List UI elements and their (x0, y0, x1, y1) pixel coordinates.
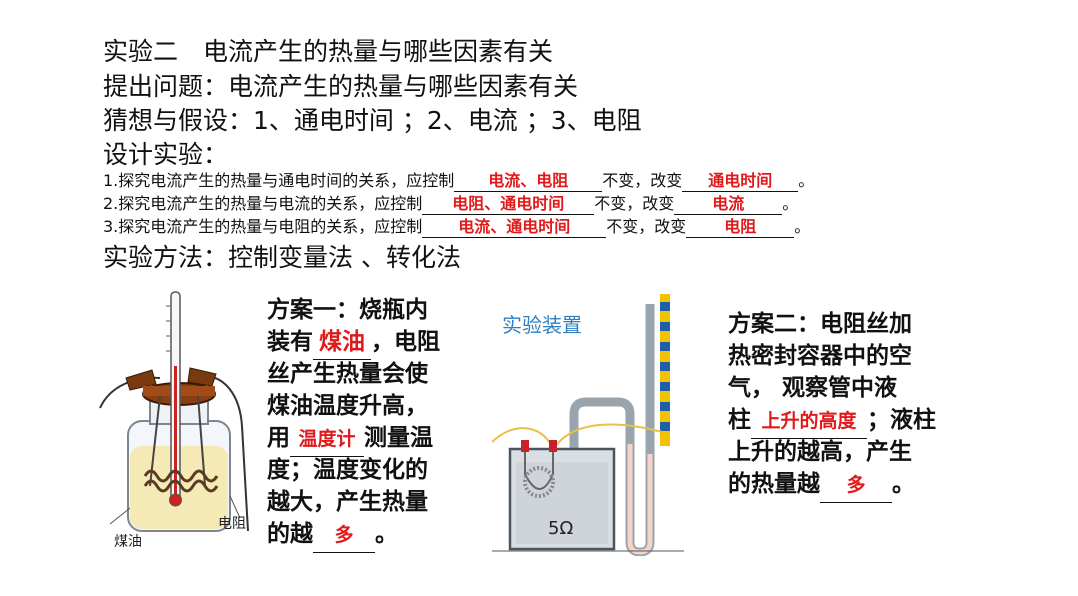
hypothesis-line: 猜想与假设：1、通电时间 ；2、电流 ；3、电阻 (103, 106, 642, 135)
resistance-label: 5Ω (548, 518, 573, 539)
apparatus-title: 实验装置 (502, 313, 582, 337)
plan1-text-part: 装有 (267, 329, 313, 355)
plan2-answer-height: 上升的高度 (751, 405, 867, 439)
item-prefix: 1.探究电流产生的热量与通电时间的关系，应控制 (103, 171, 455, 190)
plan1-line4: 煤油温度升高， (267, 393, 428, 419)
plan1-line6: 度；温度变化的 (267, 457, 428, 483)
plan1-text-part: 的越 (267, 521, 313, 547)
apparatus-figure: 实验装置 5Ω (492, 294, 684, 556)
plan2-line5: 上升的越高，产生 (728, 439, 912, 465)
plan2-line2: 热密封容器中的空 (728, 343, 912, 369)
plan2-text-part: 的热量越 (728, 471, 820, 497)
item-mid: 不变，改变 (594, 194, 675, 213)
control-answer: 电流、通电时间 (422, 217, 607, 238)
plan1-line2: 装有煤油，电阻 (267, 326, 440, 360)
label-resistor: 电阻 (218, 516, 246, 532)
item-mid: 不变，改变 (602, 171, 683, 190)
label-kerosene: 煤油 (114, 534, 142, 550)
design-item-3: 3.探究电流产生的热量与电阻的关系，应控制电流、通电时间不变，改变电阻。 (103, 217, 810, 238)
change-answer: 电阻 (686, 217, 795, 238)
item-end: 。 (794, 217, 811, 236)
plan2-answer-more: 多 (820, 469, 892, 503)
plan2-text-part: 。 (892, 471, 915, 497)
plan1-answer-more: 多 (313, 519, 375, 553)
plan1-line8: 的越多。 (267, 518, 398, 553)
plan1-line1: 方案一：烧瓶内 (267, 297, 428, 323)
item-mid: 不变，改变 (606, 217, 687, 236)
item-end: 。 (782, 194, 799, 213)
page-title: 实验二 电流产生的热量与哪些因素有关 (103, 37, 554, 66)
item-prefix: 2.探究电流产生的热量与电流的关系，应控制 (103, 194, 423, 213)
plan1-text-part: 用 (267, 425, 290, 451)
item-end: 。 (798, 171, 815, 190)
control-answer: 电阻、通电时间 (422, 194, 595, 215)
plan1-line7: 越大，产生热量 (267, 489, 428, 515)
plan1-line5: 用温度计测量温 (267, 422, 433, 457)
item-prefix: 3.探究电流产生的热量与电阻的关系，应控制 (103, 217, 423, 236)
design-heading: 设计实验： (103, 140, 229, 169)
plan1-answer-thermometer: 温度计 (290, 423, 364, 457)
plan2-line4: 柱上升的高度；液柱 (728, 404, 936, 439)
plan2-line6: 的热量越多。 (728, 468, 915, 503)
plan1-line3: 丝产生热量会使 (267, 361, 428, 387)
flask-figure: 煤油 电阻 (99, 291, 249, 550)
control-answer: 电流、电阻 (454, 171, 603, 192)
plan1-answer-kerosene: 煤油 (313, 326, 371, 360)
plan2-text-part: ；液柱 (867, 407, 936, 433)
plan1-text-part: 测量温 (364, 425, 433, 451)
plan1-text-part: ，电阻 (371, 329, 440, 355)
question-line: 提出问题：电流产生的热量与哪些因素有关 (103, 72, 579, 101)
design-item-1: 1.探究电流产生的热量与通电时间的关系，应控制电流、电阻不变，改变通电时间。 (103, 171, 814, 192)
method-line: 实验方法：控制变量法 、转化法 (103, 243, 461, 272)
design-item-2: 2.探究电流产生的热量与电流的关系，应控制电阻、通电时间不变，改变电流。 (103, 194, 798, 215)
plan1-text-part: 。 (375, 521, 398, 547)
plan2-line1: 方案二：电阻丝加 (728, 311, 912, 337)
plan2-text-part: 柱 (728, 407, 751, 433)
change-answer: 电流 (674, 194, 783, 215)
plan2-line3: 气， 观察管中液 (728, 375, 898, 401)
change-answer: 通电时间 (682, 171, 799, 192)
